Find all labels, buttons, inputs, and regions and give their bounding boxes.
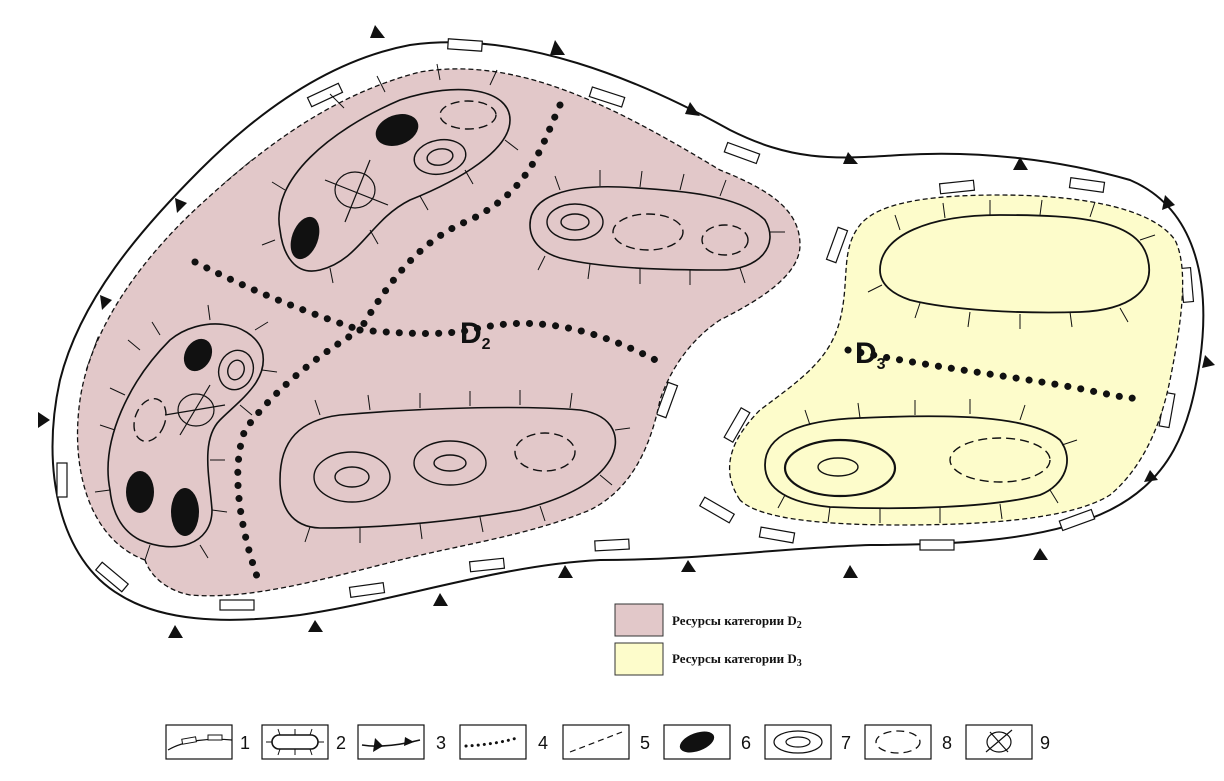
legend-swatch-d3 — [614, 642, 664, 676]
symbol-key-numbers: 1 2 3 4 5 6 7 8 9 — [240, 733, 1050, 753]
outer-triangle-barbs — [38, 25, 1215, 638]
key-box-1 — [165, 724, 233, 760]
key-num-8: 8 — [942, 733, 952, 753]
key-box-9 — [965, 724, 1033, 760]
key-num-6: 6 — [741, 733, 751, 753]
hachured-contours-d2 — [107, 88, 771, 548]
d2-zone-label: D2 — [460, 317, 491, 353]
key-num-3: 3 — [436, 733, 446, 753]
key-box-3 — [357, 724, 425, 760]
legend-label-d2: Ресурсы категории D2 — [672, 613, 802, 631]
key-num-4: 4 — [538, 733, 548, 753]
outer-boundary — [51, 41, 1205, 621]
key-num-1: 1 — [240, 733, 250, 753]
key-box-4 — [459, 724, 527, 760]
color-legend: Ресурсы категории D2 Ресурсы категории D… — [614, 603, 802, 676]
symbol-key — [165, 724, 1033, 760]
hachure-ticks-d3 — [777, 199, 1156, 523]
key-box-5 — [562, 724, 630, 760]
legend-swatch-d2 — [614, 603, 664, 637]
concentric-ellipses — [217, 138, 604, 503]
legend-label-d3: Ресурсы категории D3 — [672, 651, 802, 669]
crossed-circles — [164, 159, 389, 436]
d3-zone-label: D3 — [855, 337, 886, 373]
key-num-9: 9 — [1040, 733, 1050, 753]
dotted-division-lines — [191, 101, 1144, 589]
key-box-8 — [864, 724, 932, 760]
key-num-7: 7 — [841, 733, 851, 753]
concentric-ellipses-d3 — [783, 438, 897, 498]
filled-ellipses — [126, 114, 419, 536]
key-box-2 — [261, 724, 329, 760]
key-num-5: 5 — [640, 733, 650, 753]
key-num-2: 2 — [336, 733, 346, 753]
key-box-7 — [764, 724, 832, 760]
dashed-ellipses — [133, 100, 1051, 483]
hachure-ticks-d2 — [94, 63, 785, 561]
key-box-6 — [663, 724, 731, 760]
